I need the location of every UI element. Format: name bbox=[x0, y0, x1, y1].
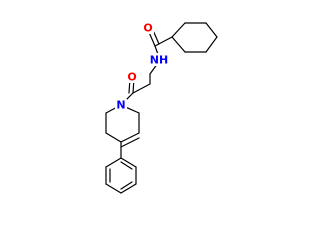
nitrogen-h-label: NH bbox=[150, 54, 168, 67]
atom-label-ring-n: N bbox=[115, 99, 127, 112]
atom-label-amide-o: O bbox=[142, 22, 154, 35]
tetrahydropyridine-ring bbox=[105, 104, 140, 148]
atom-label-amide-nh: NH bbox=[150, 53, 168, 67]
oxygen-label: O bbox=[143, 22, 152, 35]
nitrogen-label: N bbox=[116, 99, 125, 112]
atom-label-ketone-o: O bbox=[126, 71, 138, 84]
cyclohexane-ring bbox=[171, 22, 218, 53]
oxygen-label: O bbox=[127, 71, 136, 84]
molecule-diagram: O NH O N bbox=[105, 21, 218, 194]
benzene-ring bbox=[105, 141, 137, 194]
